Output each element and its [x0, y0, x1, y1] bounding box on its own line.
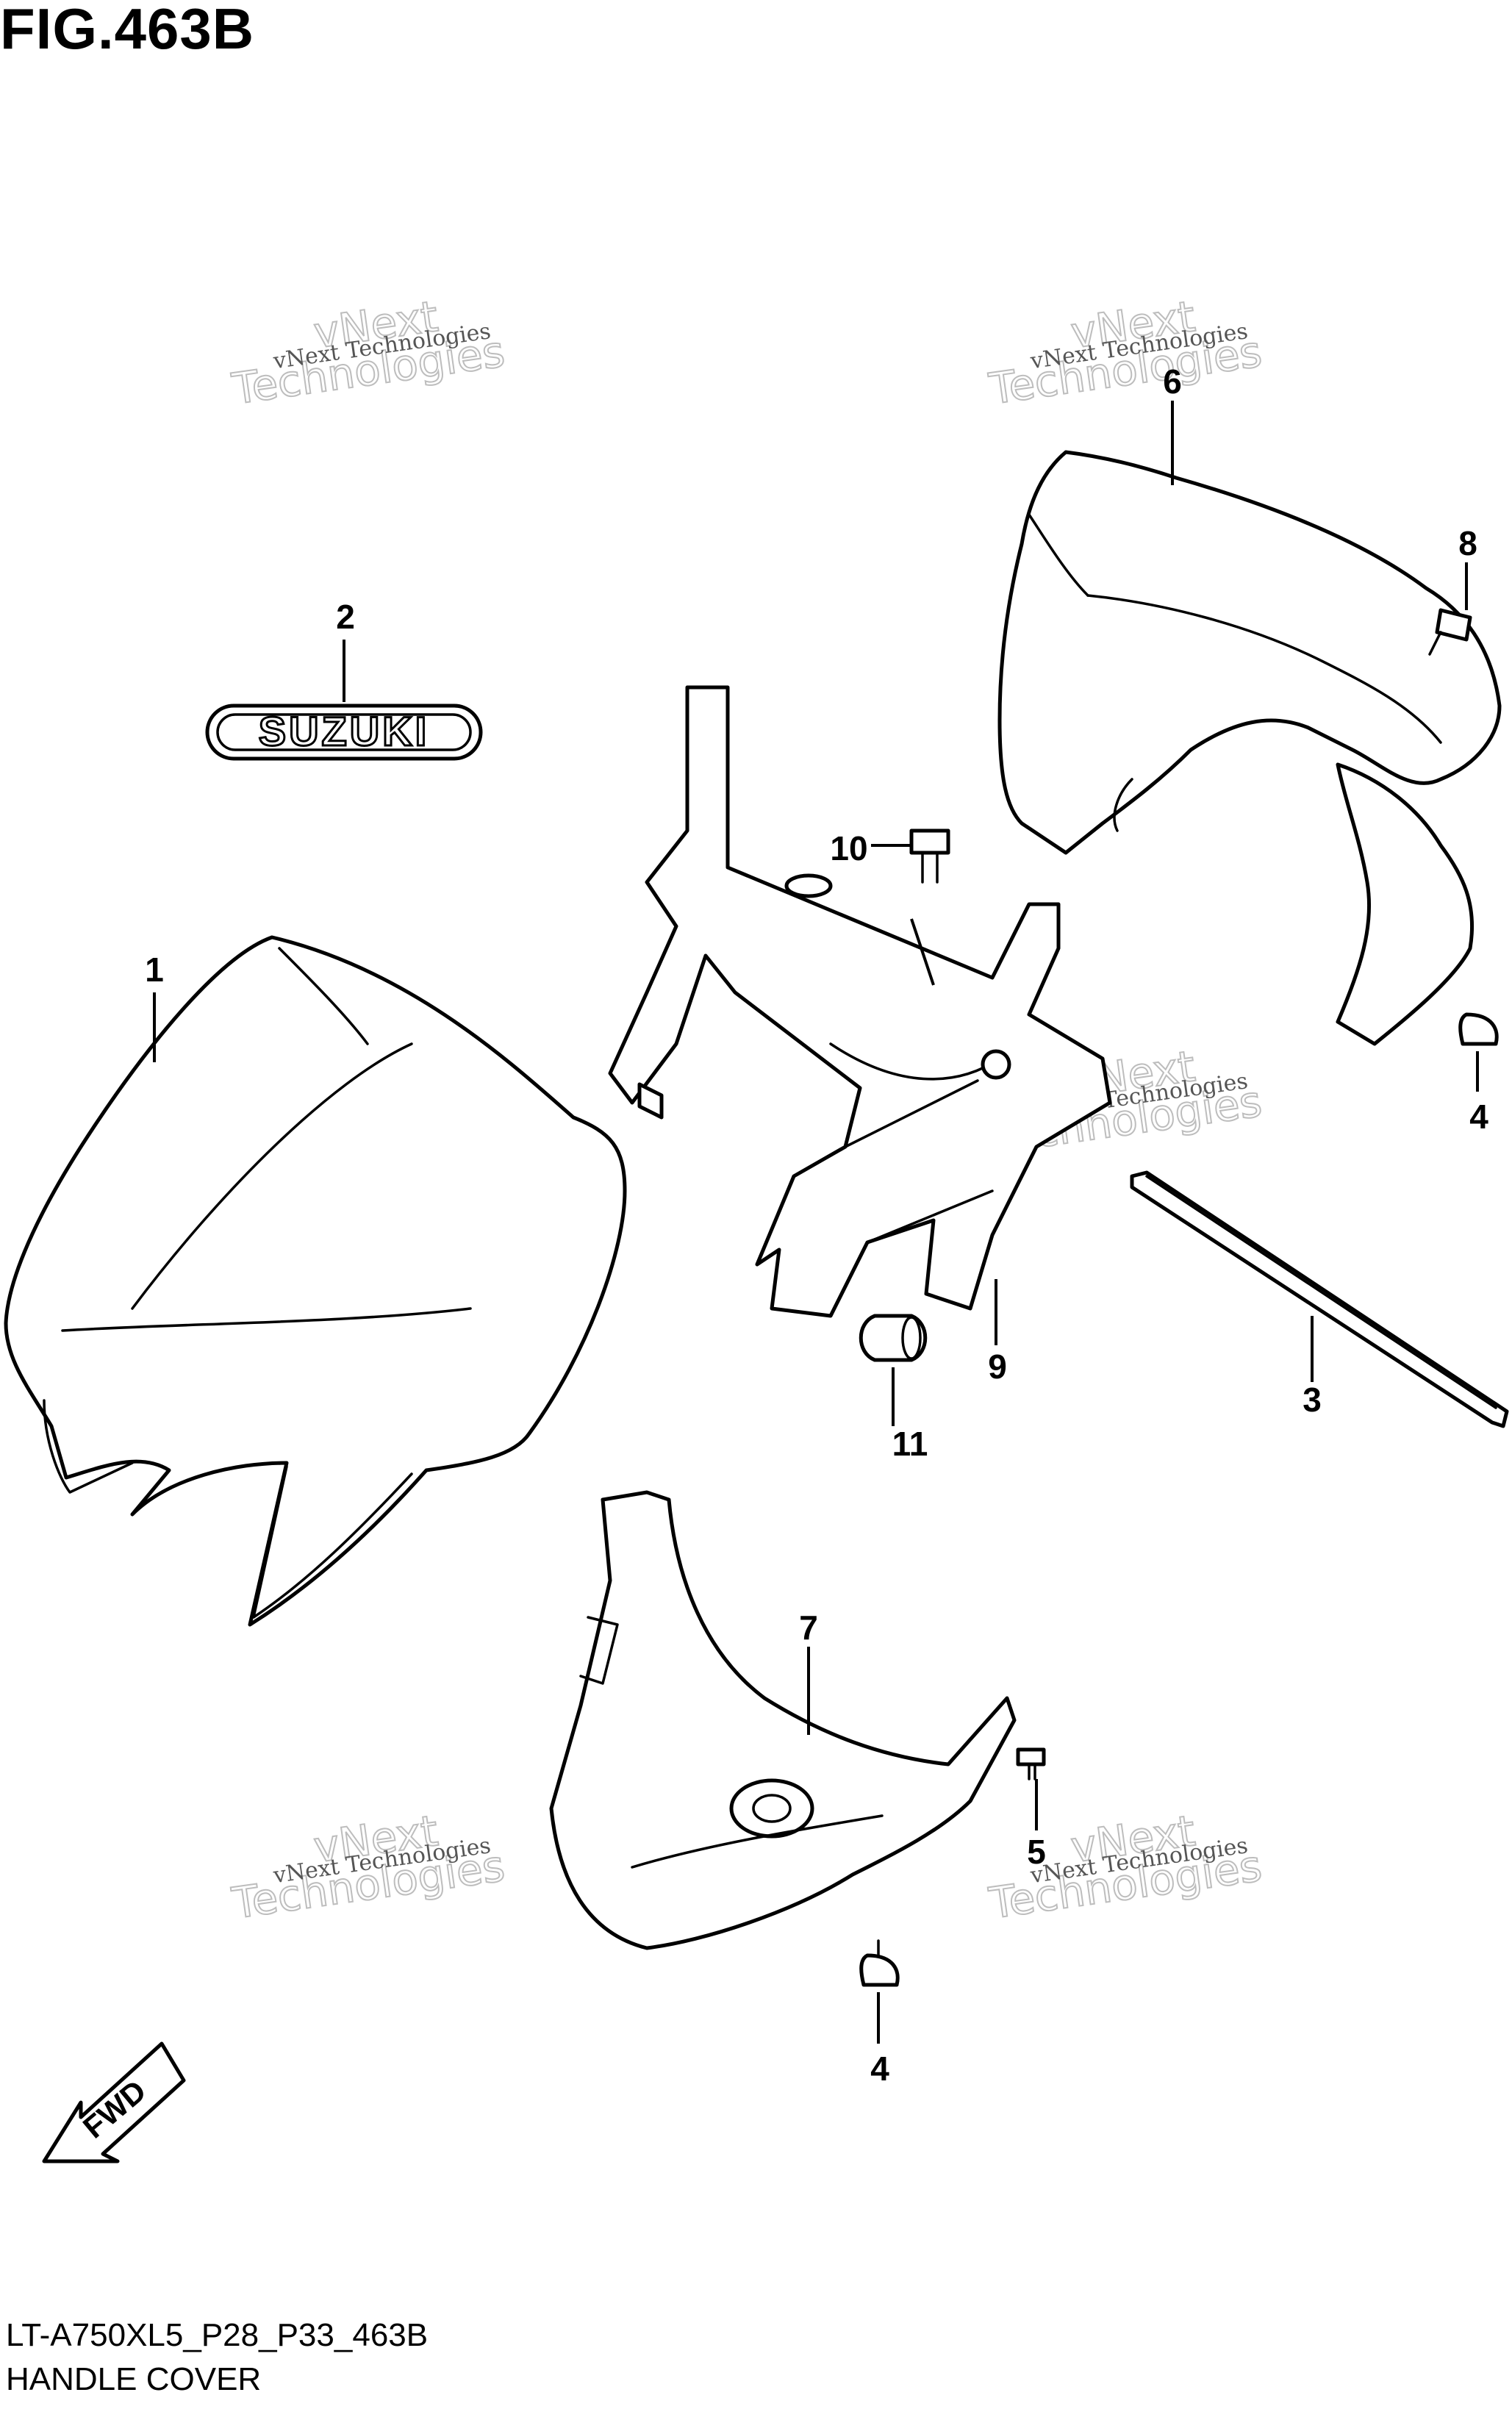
- part-5-rivet[interactable]: [1016, 1747, 1046, 1780]
- part-8-screw[interactable]: [1428, 608, 1472, 656]
- callout-4-lower: 4: [870, 2050, 889, 2088]
- part-7-lower-cover[interactable]: [549, 1490, 1017, 1950]
- callout-5: 5: [1027, 1833, 1046, 1871]
- callout-9: 9: [988, 1347, 1007, 1386]
- emblem-text: SUZUKI: [259, 708, 429, 754]
- part-4-clip-lower[interactable]: [859, 1939, 900, 1987]
- callout-10: 10: [830, 829, 867, 867]
- callout-3: 3: [1303, 1381, 1322, 1419]
- part-3-seal[interactable]: [1130, 1170, 1509, 1428]
- part-11-collar[interactable]: [859, 1314, 928, 1362]
- watermark-bottom-right: Technologies vNext vNext Technologies: [985, 1805, 1265, 1929]
- callout-4-upper: 4: [1469, 1098, 1488, 1136]
- part-4-clip-upper[interactable]: [1458, 1012, 1499, 1046]
- watermark-bottom-left: Technologies vNext vNext Technologies: [228, 1805, 508, 1929]
- part-2-emblem[interactable]: SUZUKI: [205, 704, 483, 761]
- part-10-bolt[interactable]: [909, 828, 950, 884]
- callout-2: 2: [336, 598, 355, 636]
- watermark-top-left: Technologies vNext vNext Technologies: [228, 290, 508, 415]
- callout-11: 11: [892, 1425, 928, 1463]
- part-1-handle-cover[interactable]: [4, 935, 627, 1627]
- callout-7: 7: [799, 1608, 818, 1647]
- part-6-upper-cover[interactable]: [997, 450, 1502, 1046]
- watermark-top-right: Technologies vNext vNext Technologies: [985, 290, 1265, 415]
- fwd-arrow-icon: FWD: [42, 2041, 186, 2163]
- model-code: LT-A750XL5_P28_P33_463B: [6, 2317, 429, 2353]
- leader-lines: [153, 401, 1479, 2044]
- section-name: HANDLE COVER: [6, 2361, 262, 2397]
- callout-8: 8: [1458, 524, 1477, 562]
- callout-1: 1: [145, 951, 164, 989]
- callout-6: 6: [1163, 362, 1182, 401]
- figure-title: FIG.463B: [0, 0, 255, 61]
- part-9-bracket[interactable]: [608, 685, 1112, 1318]
- callouts: 1 2 3 4 4 5 6 7 8 9 10 11: [145, 362, 1488, 2088]
